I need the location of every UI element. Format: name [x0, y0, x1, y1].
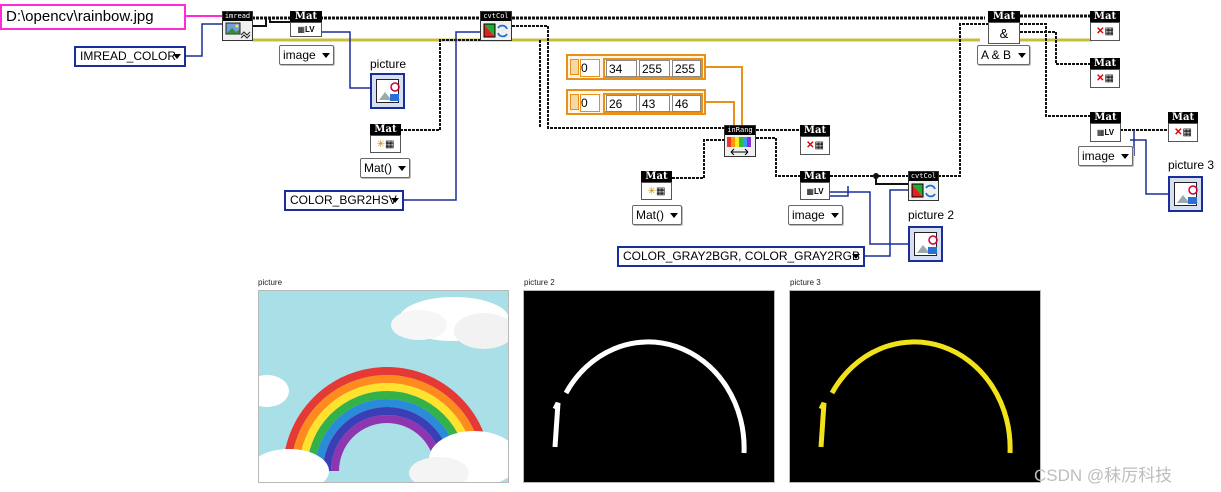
mask-arc-white [524, 291, 774, 482]
display2-mask-image[interactable] [523, 290, 775, 483]
lower-value-v[interactable]: 46 [672, 95, 701, 112]
constructor-icon: ✳▦ [641, 182, 672, 200]
picture-icon [914, 232, 938, 256]
picture-terminal-label: picture [370, 57, 407, 71]
gray2bgr-ring[interactable]: COLOR_GRAY2BGR, COLOR_GRAY2RGB [617, 246, 865, 267]
display3-result-image[interactable] [789, 290, 1041, 483]
upper-values-cluster: 34 255 255 [603, 58, 703, 78]
imread-flag-label: IMREAD_COLOR [80, 49, 177, 63]
display2-title: picture 2 [524, 278, 555, 287]
upper-bound-array[interactable]: 0 34 255 255 [566, 54, 706, 80]
cvtcolor-node-1[interactable]: cvtCol [480, 11, 512, 41]
mat-release-4[interactable]: Mat ✕▦ [1168, 112, 1198, 142]
picture3-indicator-terminal[interactable] [1168, 176, 1203, 212]
watermark: CSDN @秣厉科技 [1034, 466, 1173, 485]
chevron-down-icon[interactable] [831, 213, 839, 218]
picture-indicator-terminal[interactable] [370, 73, 405, 109]
inrange-header: inRang [725, 126, 755, 135]
mat-label: Mat [988, 11, 1020, 22]
spectrum-icon [725, 135, 755, 156]
bitwise-and-ring[interactable]: A & B [977, 45, 1030, 65]
chevron-down-icon[interactable] [1018, 53, 1026, 58]
lower-bound-array[interactable]: 0 26 43 46 [566, 89, 706, 115]
mat-property-node-1[interactable]: Mat ▦LV [290, 11, 322, 37]
imread-node-header: imread [223, 12, 252, 21]
cvtcolor-node-2[interactable]: cvtCol [908, 171, 939, 201]
lower-value-h[interactable]: 26 [606, 95, 637, 112]
upper-value-h[interactable]: 34 [606, 60, 637, 77]
mat-constructor-ring-1[interactable]: Mat() [360, 158, 410, 178]
picture3-terminal-label: picture 3 [1168, 158, 1215, 172]
mat-label: Mat [370, 124, 401, 135]
upper-value-s[interactable]: 255 [639, 60, 670, 77]
chevron-down-icon[interactable] [1121, 154, 1129, 159]
inrange-node[interactable]: inRang [724, 125, 756, 157]
cvtcolor-header: cvtCol [481, 12, 511, 21]
release-icon: ✕▦ [1168, 123, 1198, 142]
chevron-down-icon[interactable] [322, 53, 330, 58]
lower-array-index[interactable]: 0 [580, 94, 600, 112]
chevron-down-icon[interactable] [391, 198, 399, 203]
chevron-down-icon[interactable] [398, 166, 406, 171]
imread-flag-ring[interactable]: IMREAD_COLOR [74, 46, 186, 67]
mask-arc-yellow [790, 291, 1040, 482]
bitwise-and-node[interactable]: Mat & [988, 11, 1020, 44]
release-icon: ✕▦ [1090, 69, 1120, 88]
mat-label: Mat [641, 171, 672, 182]
index-stepper-icon[interactable] [570, 94, 579, 110]
lower-value-s[interactable]: 43 [639, 95, 670, 112]
mat-release-1[interactable]: Mat ✕▦ [800, 125, 830, 155]
mat-property-node-2[interactable]: Mat ▦LV [800, 171, 830, 200]
path-constant[interactable]: D:\opencv\rainbow.jpg [0, 4, 186, 30]
display1-rainbow-image[interactable] [258, 290, 509, 483]
mat-label: Mat [800, 125, 830, 136]
mat-label: Mat [1168, 112, 1198, 123]
color-convert-icon [481, 21, 511, 40]
image-ring-1[interactable]: image [279, 45, 334, 65]
chevron-down-icon[interactable] [173, 54, 181, 59]
mat-constructor-2[interactable]: Mat ✳▦ [641, 171, 672, 200]
lv-icon: ▦LV [1090, 123, 1121, 142]
picture-icon [1174, 182, 1198, 206]
chevron-down-icon[interactable] [670, 213, 678, 218]
mat-label: Mat [1090, 58, 1120, 69]
rainbow-image [259, 291, 508, 482]
mat-release-2[interactable]: Mat ✕▦ [1090, 11, 1120, 41]
upper-value-v[interactable]: 255 [672, 60, 701, 77]
lv-icon: ▦LV [800, 182, 830, 200]
mat-release-3[interactable]: Mat ✕▦ [1090, 58, 1120, 88]
mat-label: Mat [1090, 112, 1121, 123]
color-convert-icon [909, 181, 938, 200]
constructor-icon: ✳▦ [370, 135, 401, 153]
and-operator: & [988, 22, 1020, 44]
image-ring-2[interactable]: image [788, 205, 843, 225]
lower-values-cluster: 26 43 46 [603, 93, 703, 113]
image-ring-3[interactable]: image [1078, 146, 1133, 166]
image-file-icon [223, 21, 252, 40]
display3-title: picture 3 [790, 278, 821, 287]
upper-array-index[interactable]: 0 [580, 59, 600, 77]
lv-icon: ▦LV [290, 22, 322, 37]
display1-title: picture [258, 278, 283, 287]
picture-icon [376, 79, 400, 103]
bgr2hsv-ring[interactable]: COLOR_BGR2HSV [284, 190, 404, 211]
release-icon: ✕▦ [800, 136, 830, 155]
picture2-indicator-terminal[interactable] [908, 226, 943, 262]
mat-constructor-1[interactable]: Mat ✳▦ [370, 124, 401, 153]
release-icon: ✕▦ [1090, 22, 1120, 41]
mat-label: Mat [800, 171, 830, 182]
imread-node[interactable]: imread [222, 11, 253, 41]
mat-label: Mat [290, 11, 322, 22]
chevron-down-icon[interactable] [852, 254, 860, 259]
mat-label: Mat [1090, 11, 1120, 22]
mat-constructor-ring-2[interactable]: Mat() [632, 205, 682, 225]
picture2-terminal-label: picture 2 [908, 208, 955, 222]
mat-property-node-3[interactable]: Mat ▦LV [1090, 112, 1121, 142]
index-stepper-icon[interactable] [570, 59, 579, 75]
cvtcolor-header: cvtCol [909, 172, 938, 181]
